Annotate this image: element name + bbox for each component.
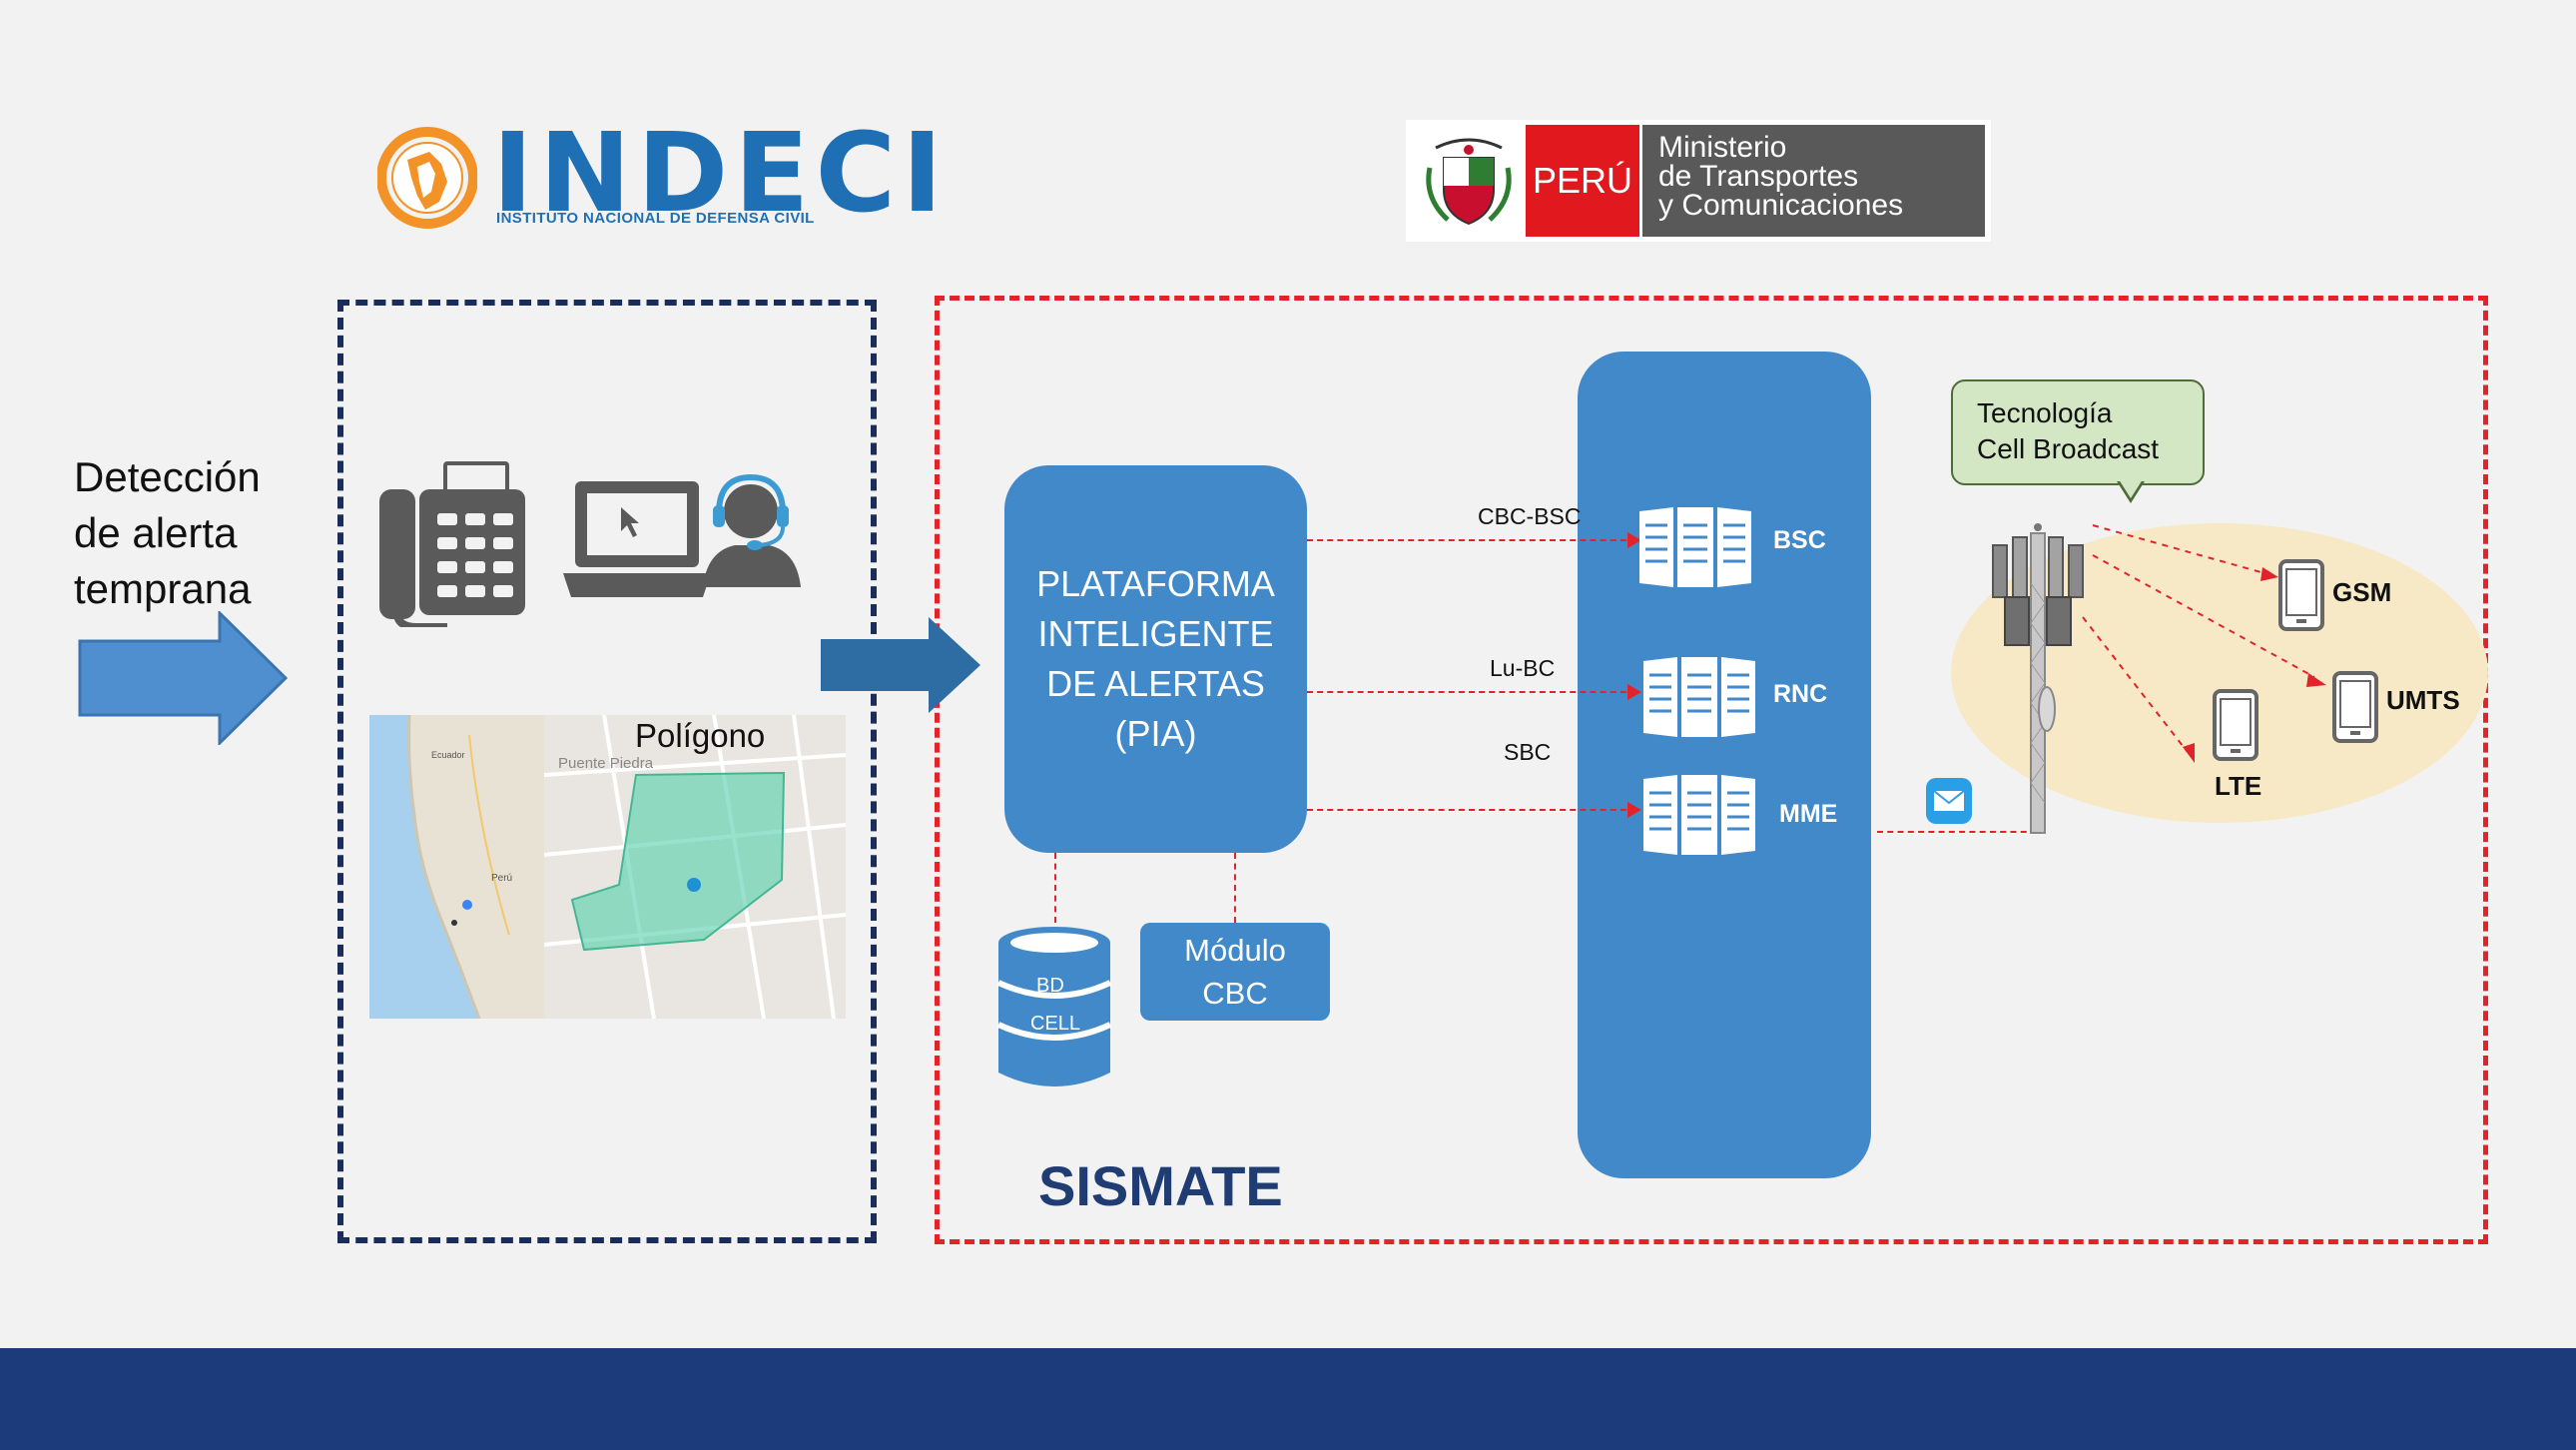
detection-label: Detección de alerta temprana bbox=[74, 449, 261, 617]
indeci-seal-icon bbox=[376, 112, 478, 244]
detection-line: Detección bbox=[74, 453, 261, 500]
link-label-lu-bc: Lu-BC bbox=[1490, 655, 1556, 681]
right-arrow-icon bbox=[819, 615, 982, 720]
mobile-phone-icon bbox=[2332, 671, 2378, 748]
mobile-phone-icon bbox=[2213, 689, 2258, 766]
indeci-subtitle: INSTITUTO NACIONAL DE DEFENSA CIVIL bbox=[496, 210, 815, 227]
map-text: Puente Piedra bbox=[558, 755, 654, 772]
operator-headset-icon bbox=[699, 471, 805, 594]
callout-tail-fill bbox=[2119, 479, 2143, 498]
mtc-ministry-line: de Transportes bbox=[1658, 160, 1859, 193]
input-channels-frame bbox=[337, 300, 877, 1243]
sismate-frame bbox=[935, 296, 2488, 1244]
db-label: BD bbox=[1036, 975, 1064, 997]
server-rack-icon bbox=[1641, 655, 1757, 744]
sismate-title: SISMATE bbox=[1038, 1154, 1283, 1217]
detection-line: temprana bbox=[74, 565, 252, 612]
mtc-logo: PERÚ Ministerio de Transportes y Comunic… bbox=[1406, 120, 1991, 242]
link-line-bsc bbox=[1307, 539, 1636, 541]
link-label-cbc-bsc: CBC-BSC bbox=[1478, 503, 1582, 529]
link-line-mme bbox=[1307, 809, 1636, 811]
desk-phone-icon bbox=[377, 461, 527, 632]
tech-label-lte: LTE bbox=[2215, 771, 2262, 801]
peru-coat-of-arms-icon bbox=[1414, 128, 1524, 234]
node-label-mme: MME bbox=[1779, 800, 1838, 828]
pia-platform-box: PLATAFORMA INTELIGENTE DE ALERTAS (PIA) bbox=[1004, 465, 1307, 853]
polygon-label: Polígono bbox=[635, 717, 766, 754]
pia-line: (PIA) bbox=[1114, 713, 1197, 754]
mtc-ministry-line: y Comunicaciones bbox=[1658, 189, 1904, 222]
polygon-map: Puente Piedra bbox=[544, 715, 846, 1019]
arrowhead-icon bbox=[1627, 684, 1641, 700]
cbc-line: Módulo bbox=[1184, 933, 1286, 968]
map-text: Perú bbox=[491, 873, 513, 884]
detection-line: de alerta bbox=[74, 509, 238, 556]
db-connector bbox=[1054, 853, 1056, 923]
cell-tower-icon bbox=[1983, 523, 2093, 840]
peru-coast-map: Ecuador Perú bbox=[369, 715, 544, 1019]
mtc-country-label: PERÚ bbox=[1526, 125, 1639, 237]
node-label-bsc: BSC bbox=[1773, 526, 1826, 554]
link-line-rnc bbox=[1307, 691, 1636, 693]
node-label-rnc: RNC bbox=[1773, 680, 1828, 708]
right-arrow-icon bbox=[78, 609, 290, 750]
server-rack-icon bbox=[1641, 773, 1757, 862]
pia-line: PLATAFORMA bbox=[1036, 563, 1275, 604]
mtc-ministry-line: Ministerio bbox=[1658, 131, 1787, 164]
mobile-phone-icon bbox=[2278, 559, 2324, 636]
server-rack-icon bbox=[1637, 505, 1753, 594]
email-icon bbox=[1925, 777, 1973, 830]
tech-label-umts: UMTS bbox=[2386, 685, 2460, 715]
arrowhead-icon bbox=[1627, 802, 1641, 818]
link-label-sbc: SBC bbox=[1504, 739, 1552, 765]
mtc-ministry-name: Ministerio de Transportes y Comunicacion… bbox=[1642, 125, 1985, 237]
tech-label-gsm: GSM bbox=[2332, 577, 2392, 607]
callout-line: Tecnología bbox=[1977, 397, 2113, 428]
callout-line: Cell Broadcast bbox=[1977, 433, 2160, 464]
indeci-wordmark: INDECI bbox=[492, 109, 950, 237]
link-line-tower bbox=[1877, 831, 2037, 833]
cell-broadcast-callout: Tecnología Cell Broadcast bbox=[1951, 379, 2205, 485]
db-label: CELL bbox=[1030, 1013, 1081, 1035]
core-network-box bbox=[1578, 352, 1871, 1178]
arrowhead-icon bbox=[1627, 532, 1641, 548]
pia-line: DE ALERTAS bbox=[1046, 663, 1265, 704]
database-icon: BD CELL bbox=[996, 925, 1112, 1095]
cbc-line: CBC bbox=[1202, 976, 1268, 1011]
map-text: Ecuador bbox=[431, 750, 465, 760]
cbc-module-box: Módulo CBC bbox=[1140, 923, 1330, 1021]
footer-bar bbox=[0, 1348, 2576, 1450]
cbc-connector bbox=[1234, 853, 1236, 923]
pia-line: INTELIGENTE bbox=[1037, 613, 1274, 654]
laptop-icon bbox=[561, 477, 711, 608]
